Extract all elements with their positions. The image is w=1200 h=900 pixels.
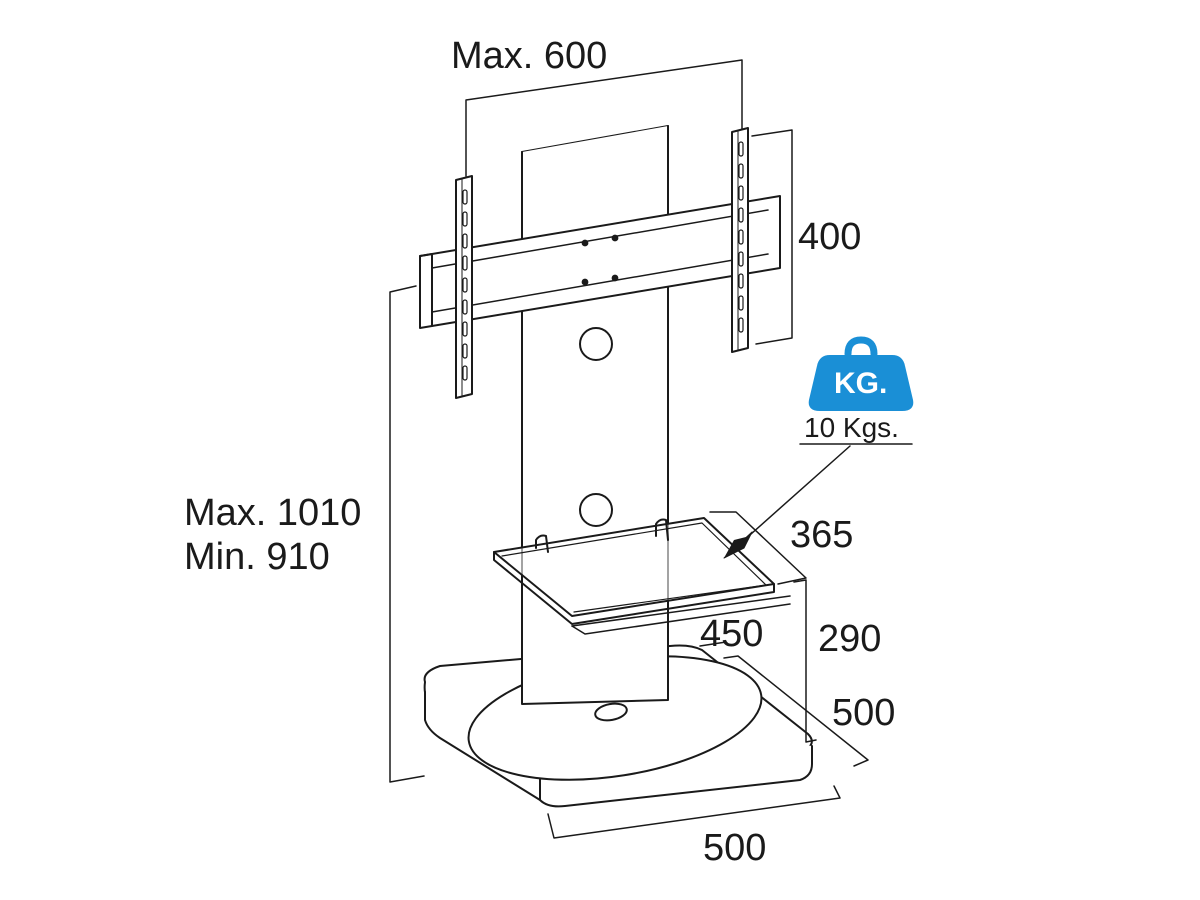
height-min-label: Min. 910 — [184, 536, 330, 578]
left-mount-arm — [455, 175, 473, 399]
base-width-label: 500 — [703, 827, 767, 869]
right-mount-arm — [731, 127, 749, 353]
base-plate — [423, 644, 813, 808]
height-max-label: Max. 1010 — [184, 492, 362, 534]
glass-shelf — [493, 517, 791, 635]
shelf-height-label: 290 — [818, 618, 882, 660]
shelf-depth-label: 365 — [790, 514, 854, 556]
base-width-dimension — [547, 785, 841, 839]
weight-capacity: 10 Kgs. — [804, 412, 899, 443]
weight-icon — [808, 336, 914, 411]
mount-width-label: Max. 600 — [451, 35, 608, 77]
weight-badge-text: KG. — [834, 367, 888, 400]
mount-height-dimension — [751, 129, 793, 345]
base-depth-dimension — [723, 655, 869, 767]
base-cable-hole — [594, 702, 628, 722]
column — [521, 125, 669, 705]
weight-leader — [723, 443, 913, 559]
overall-height-dimension — [389, 285, 425, 783]
base-depth-label: 500 — [832, 692, 896, 734]
cable-hole-upper — [579, 327, 613, 361]
mount-width-dimension — [465, 59, 743, 177]
cable-hole-lower — [579, 493, 613, 527]
mount-height-label: 400 — [798, 216, 862, 258]
shelf-dimension-lines — [699, 511, 817, 743]
shelf-width-label: 450 — [700, 613, 764, 655]
mounting-rail — [419, 195, 781, 329]
